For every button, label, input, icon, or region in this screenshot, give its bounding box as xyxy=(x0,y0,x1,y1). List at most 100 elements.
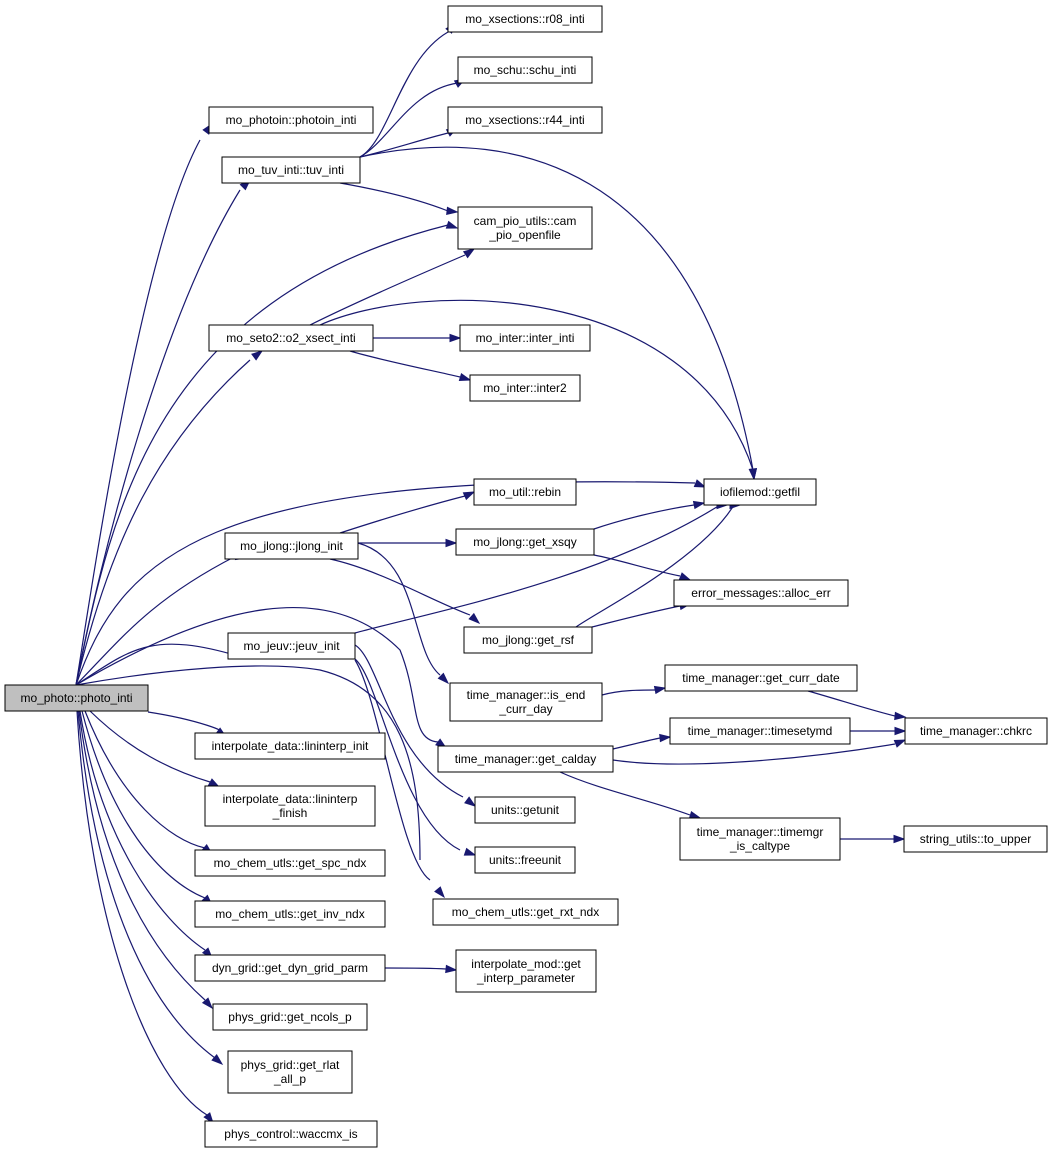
function-node-getfil[interactable]: iofilemod::getfil xyxy=(703,478,817,506)
function-node-label: mo_inter::inter_inti xyxy=(476,331,575,345)
call-edge xyxy=(339,182,449,212)
function-node-jlong[interactable]: mo_jlong::jlong_init xyxy=(224,532,359,560)
function-node-label: phys_grid::get_rlat xyxy=(241,1058,340,1072)
function-node-rxtndx[interactable]: mo_chem_utls::get_rxt_ndx xyxy=(432,898,619,926)
function-node-box[interactable] xyxy=(669,717,851,745)
function-node-lininit[interactable]: interpolate_data::lininterp_init xyxy=(194,732,386,760)
function-node-spcndx[interactable]: mo_chem_utls::get_spc_ndx xyxy=(194,849,386,877)
function-node-rsf[interactable]: mo_jlong::get_rsf xyxy=(463,626,593,654)
function-node-jeuv[interactable]: mo_jeuv::jeuv_init xyxy=(227,632,356,660)
function-node-box[interactable] xyxy=(194,954,386,982)
function-node-schu[interactable]: mo_schu::schu_inti xyxy=(457,56,593,84)
call-edge xyxy=(75,359,251,686)
function-node-label: mo_tuv_inti::tuv_inti xyxy=(238,163,344,177)
function-node-box[interactable] xyxy=(221,156,361,184)
function-node-box[interactable] xyxy=(194,900,386,928)
call-edge xyxy=(357,542,441,676)
function-node-box[interactable] xyxy=(224,532,359,560)
function-node-freeunit[interactable]: units::freeunit xyxy=(474,846,576,874)
function-node-linfinish[interactable]: interpolate_data::lininterp_finish xyxy=(204,785,376,827)
function-node-box[interactable] xyxy=(204,785,376,827)
function-node-xsqy[interactable]: mo_jlong::get_xsqy xyxy=(455,528,595,556)
function-node-toupper[interactable]: string_utils::to_upper xyxy=(903,825,1048,853)
function-node-box[interactable] xyxy=(474,796,576,824)
function-node-box[interactable] xyxy=(227,1050,353,1094)
function-node-box[interactable] xyxy=(447,5,603,33)
call-edge-arrowhead xyxy=(893,834,906,844)
function-node-r44[interactable]: mo_xsections::r44_inti xyxy=(447,106,603,134)
call-edge-arrowhead xyxy=(445,964,458,974)
function-node-box[interactable] xyxy=(473,478,577,506)
call-edge xyxy=(75,665,421,861)
function-node-box[interactable] xyxy=(457,206,593,250)
function-node-box[interactable] xyxy=(469,374,581,402)
function-node-box[interactable] xyxy=(4,684,149,712)
function-node-dyngrid[interactable]: dyn_grid::get_dyn_grid_parm xyxy=(194,954,386,982)
function-node-waccmx[interactable]: phys_control::waccmx_is xyxy=(204,1120,378,1148)
function-node-box[interactable] xyxy=(208,324,374,352)
function-node-box[interactable] xyxy=(204,1120,378,1148)
function-node-box[interactable] xyxy=(673,579,849,607)
function-node-box[interactable] xyxy=(459,324,591,352)
function-node-timesetymd[interactable]: time_manager::timesetymd xyxy=(669,717,851,745)
function-node-getunit[interactable]: units::getunit xyxy=(474,796,576,824)
function-node-box[interactable] xyxy=(212,1003,368,1031)
function-node-r08[interactable]: mo_xsections::r08_inti xyxy=(447,5,603,33)
call-edge xyxy=(75,224,449,686)
call-edge xyxy=(593,554,681,577)
function-node-box[interactable] xyxy=(455,949,597,993)
call-edge xyxy=(75,481,696,686)
function-node-box[interactable] xyxy=(664,664,858,692)
function-node-rebin[interactable]: mo_util::rebin xyxy=(473,478,577,506)
function-node-box[interactable] xyxy=(903,825,1048,853)
call-edge-arrowhead xyxy=(894,711,907,721)
call-edge-arrowhead xyxy=(688,810,702,820)
function-node-allocerr[interactable]: error_messages::alloc_err xyxy=(673,579,849,607)
function-node-box[interactable] xyxy=(463,626,593,654)
function-node-box[interactable] xyxy=(194,732,386,760)
function-node-rlat[interactable]: phys_grid::get_rlat_all_p xyxy=(227,1050,353,1094)
function-node-box[interactable] xyxy=(447,106,603,134)
call-edge-arrowhead xyxy=(463,847,477,856)
function-node-box[interactable] xyxy=(432,898,619,926)
function-node-interpparam[interactable]: interpolate_mod::get_interp_parameter xyxy=(455,949,597,993)
call-edge-arrowhead xyxy=(692,500,706,510)
function-node-box[interactable] xyxy=(194,849,386,877)
function-node-tuv[interactable]: mo_tuv_inti::tuv_inti xyxy=(221,156,361,184)
function-node-label: cam_pio_utils::cam xyxy=(474,214,577,228)
function-node-seto2[interactable]: mo_seto2::o2_xsect_inti xyxy=(208,324,374,352)
function-node-inter2[interactable]: mo_inter::inter2 xyxy=(469,374,581,402)
call-edge xyxy=(601,689,656,696)
function-node-caltype[interactable]: time_manager::timemgr_is_caltype xyxy=(679,817,841,861)
function-node-box[interactable] xyxy=(449,682,603,722)
function-node-box[interactable] xyxy=(227,632,356,660)
function-node-box[interactable] xyxy=(703,478,817,506)
function-node-box[interactable] xyxy=(904,717,1048,745)
function-node-label: _curr_day xyxy=(498,702,552,716)
function-node-label: units::freeunit xyxy=(489,853,562,867)
call-edge-arrowhead xyxy=(445,538,458,548)
function-node-currdate[interactable]: time_manager::get_curr_date xyxy=(664,664,858,692)
function-node-photoin[interactable]: mo_photoin::photoin_inti xyxy=(208,106,374,134)
function-node-label: mo_chem_utls::get_spc_ndx xyxy=(214,856,367,870)
function-node-label: _finish xyxy=(272,806,308,820)
function-node-interinti[interactable]: mo_inter::inter_inti xyxy=(459,324,591,352)
function-node-campio[interactable]: cam_pio_utils::cam_pio_openfile xyxy=(457,206,593,250)
function-node-ncols[interactable]: phys_grid::get_ncols_p xyxy=(212,1003,368,1031)
function-node-box[interactable] xyxy=(457,56,593,84)
function-node-invndx[interactable]: mo_chem_utls::get_inv_ndx xyxy=(194,900,386,928)
function-node-root[interactable]: mo_photo::photo_inti xyxy=(4,684,149,712)
function-node-chkrc[interactable]: time_manager::chkrc xyxy=(904,717,1048,745)
function-node-box[interactable] xyxy=(679,817,841,861)
function-node-calday[interactable]: time_manager::get_calday xyxy=(437,745,614,773)
call-edge xyxy=(75,555,237,686)
call-edge xyxy=(354,504,721,634)
function-node-box[interactable] xyxy=(437,745,614,773)
function-node-label: mo_inter::inter2 xyxy=(483,381,567,395)
function-node-box[interactable] xyxy=(474,846,576,874)
function-node-box[interactable] xyxy=(455,528,595,556)
function-node-isend[interactable]: time_manager::is_end_curr_day xyxy=(449,682,603,722)
function-node-box[interactable] xyxy=(208,106,374,134)
function-node-label: mo_seto2::o2_xsect_inti xyxy=(226,331,355,345)
function-node-label: mo_chem_utls::get_inv_ndx xyxy=(215,907,364,921)
